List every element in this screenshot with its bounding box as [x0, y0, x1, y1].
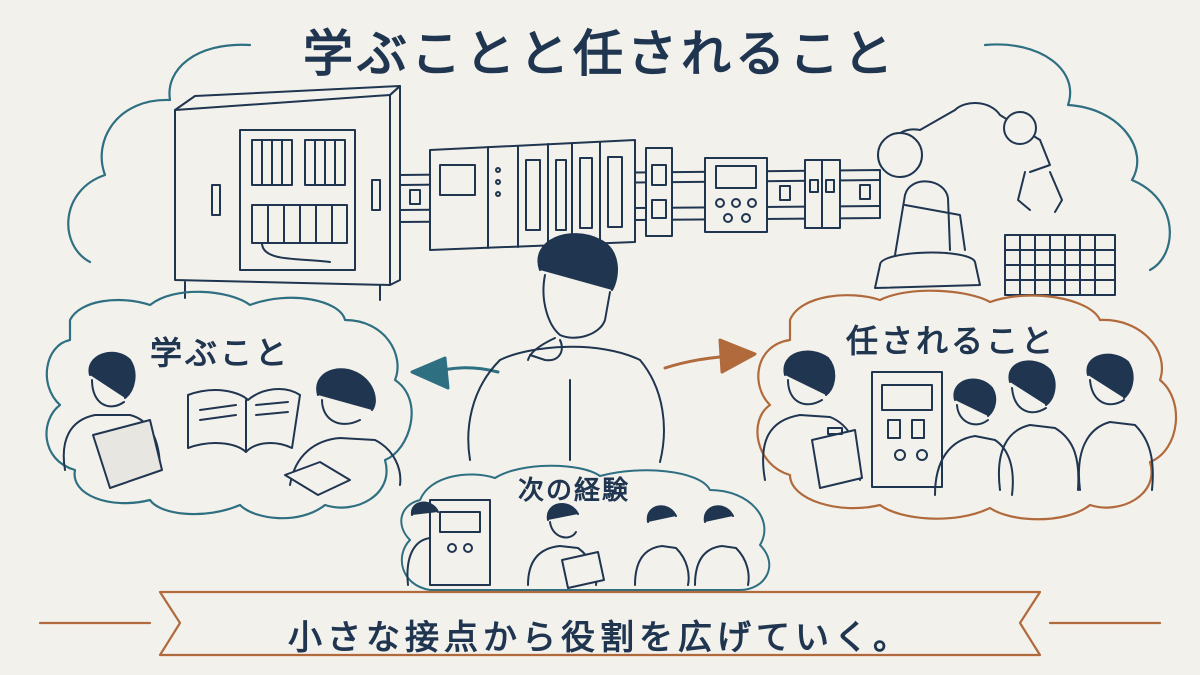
outer-cloud: [67, 43, 1171, 272]
checklist-worker-figure: [527, 503, 605, 589]
trainee-with-clipboard-figure: [762, 350, 861, 481]
safety-fence-icon: [1004, 234, 1116, 296]
clipboard-icon: [811, 427, 863, 489]
plc-module-rack-icon: [429, 139, 636, 251]
robot-arm-icon: [874, 102, 1063, 289]
control-panel-icon: [871, 371, 943, 488]
terminal-block-icon: [645, 147, 673, 237]
panel-worker-figure: [406, 499, 491, 586]
thinking-person-figure: [467, 233, 665, 463]
arrow-to-assign-icon: [663, 338, 757, 374]
colleague-figure: [998, 360, 1080, 491]
banner-ribbon: [38, 590, 1162, 657]
mentor-figure: [934, 378, 1014, 496]
learn-section-title: 学ぶこと: [150, 334, 291, 372]
banner-text: 小さな接点から役割を広げていく。: [288, 618, 912, 658]
arrow-to-learn-icon: [410, 356, 500, 390]
student-writing-figure: [284, 368, 402, 496]
student-reading-figure: [62, 351, 161, 471]
discussion-pair-figure: [634, 505, 750, 586]
next-cloud: [400, 464, 771, 591]
assign-cloud: [756, 289, 1178, 521]
textbook-icon: [92, 388, 301, 489]
control-cabinet-icon: [174, 85, 401, 301]
next-experience-title: 次の経験: [518, 476, 631, 506]
main-title: 学ぶことと任されること: [303, 25, 897, 83]
learn-cloud: [45, 290, 413, 520]
senior-figure: [1078, 353, 1154, 491]
breaker-icon: [804, 159, 841, 229]
assign-section-title: 任されること: [846, 322, 1057, 360]
temperature-controller-icon: [704, 157, 768, 233]
